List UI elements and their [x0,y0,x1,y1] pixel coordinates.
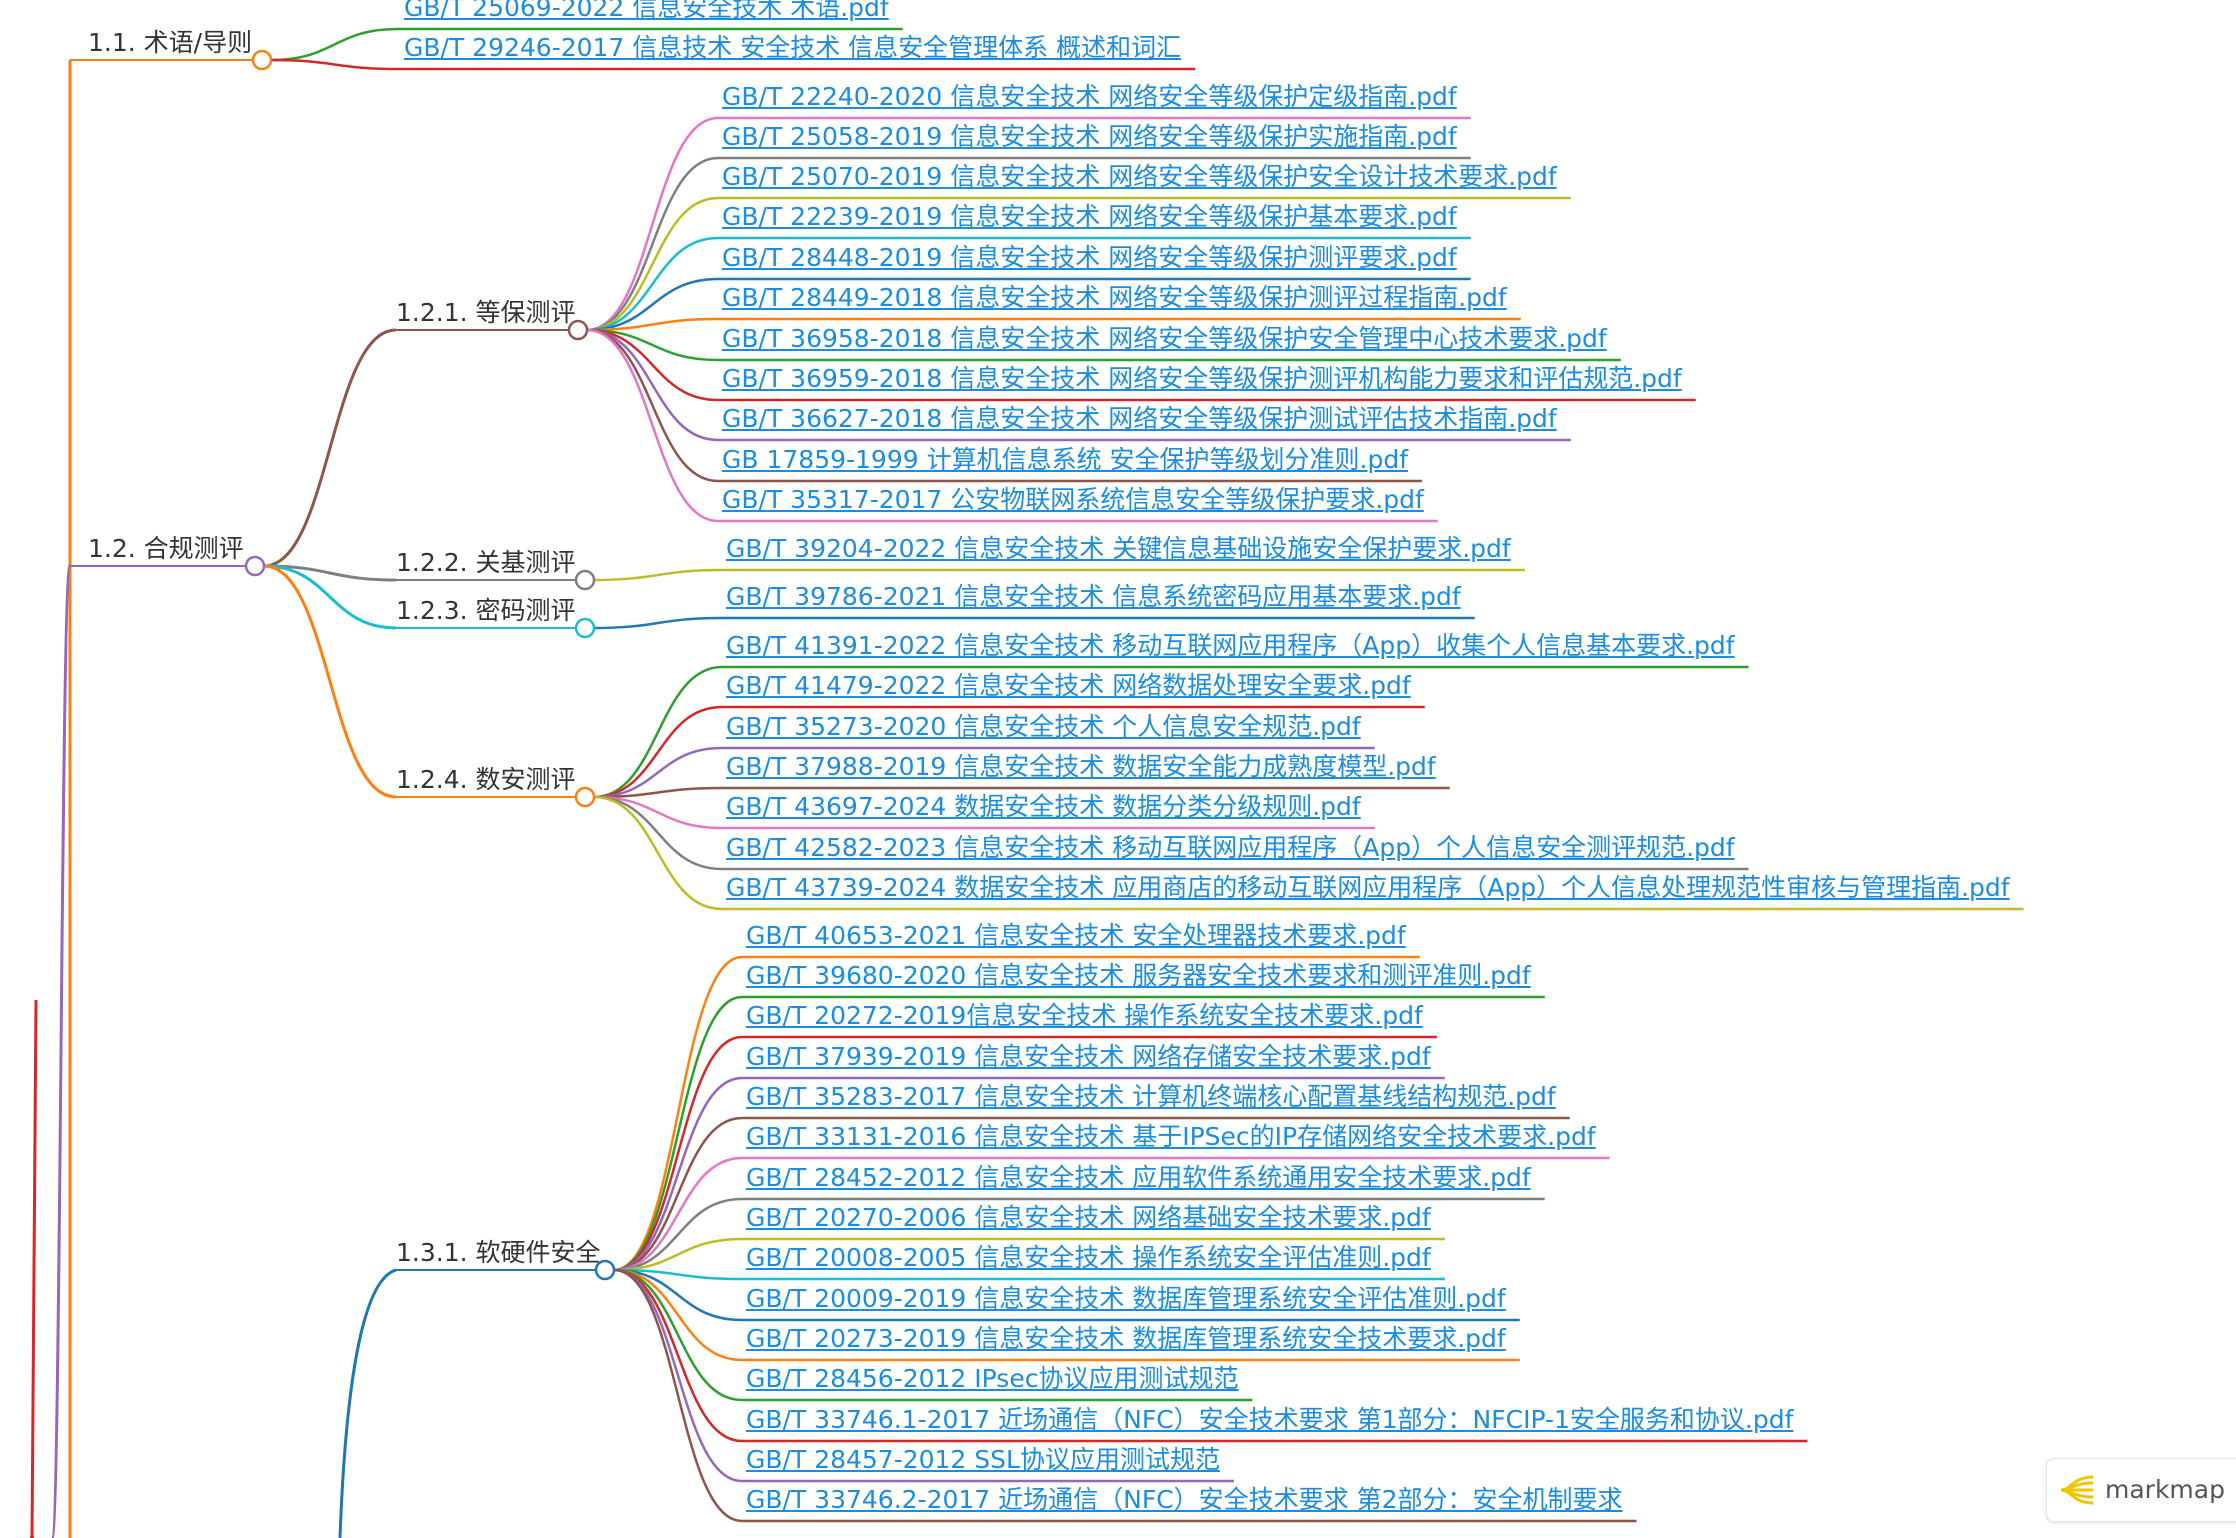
sub-toggle-1-1[interactable] [574,569,596,591]
branch-label-0[interactable]: 1.1. 术语/导则 [88,28,253,57]
leaf-link-1-0-3[interactable]: GB/T 22239-2019 信息安全技术 网络安全等级保护基本要求.pdf [722,202,1457,231]
leaf-link-2-0-1[interactable]: GB/T 39680-2020 信息安全技术 服务器安全技术要求和测评准则.pd… [746,961,1531,990]
markmap-brand-label: markmap [2105,1475,2225,1504]
leaf-link-1-0-0[interactable]: GB/T 22240-2020 信息安全技术 网络安全等级保护定级指南.pdf [722,82,1457,111]
leaf-link-2-0-2[interactable]: GB/T 20272-2019信息安全技术 操作系统安全技术要求.pdf [746,1001,1423,1030]
sub-label-1-0[interactable]: 1.2.1. 等保测评 [396,298,576,327]
sub-label-1-1[interactable]: 1.2.2. 关基测评 [396,548,576,577]
leaf-curve-1-3-0 [593,665,723,799]
leaf-curve-1-0-5 [586,317,719,332]
leaf-curve-2-0-5 [613,1156,743,1272]
leaf-link-0-0[interactable]: GB/T 25069-2022 信息安全技术 术语.pdf [404,0,889,22]
leaf-curve-1-0-6 [586,328,719,362]
leaf-curve-1-0-8 [586,328,719,442]
leaf-curve-2-0-9 [613,1268,743,1322]
leaf-link-2-0-6[interactable]: GB/T 28452-2012 信息安全技术 应用软件系统通用安全技术要求.pd… [746,1163,1531,1192]
leaf-link-1-3-4[interactable]: GB/T 43697-2024 数据安全技术 数据分类分级规则.pdf [726,792,1361,821]
leaf-curve-1-3-1 [593,705,723,799]
leaf-curve-1-0-7 [586,328,719,402]
sub-label-2-0[interactable]: 1.3.1. 软硬件安全 [396,1238,601,1267]
leaf-curve-2-0-13 [613,1268,743,1483]
leaf-curve-2-0-4 [613,1116,743,1272]
sub-link-2-0 [338,1268,397,1538]
sub-toggle-2-0[interactable] [594,1259,616,1281]
leaf-curve-1-0-1 [586,156,719,332]
root-link-1 [50,564,72,1538]
leaf-link-2-0-9[interactable]: GB/T 20009-2019 信息安全技术 数据库管理系统安全评估准则.pdf [746,1284,1506,1313]
sub-toggle-1-0[interactable] [567,319,589,341]
leaf-curve-1-1-0 [593,568,723,582]
leaf-link-0-1[interactable]: GB/T 29246-2017 信息技术 安全技术 信息安全管理体系 概述和词汇 [404,33,1182,62]
leaf-link-0-0 [270,27,399,62]
leaf-link-2-0-3[interactable]: GB/T 37939-2019 信息安全技术 网络存储安全技术要求.pdf [746,1042,1431,1071]
leaf-curve-2-0-2 [613,1035,743,1272]
leaf-link-1-0-2[interactable]: GB/T 25070-2019 信息安全技术 网络安全等级保护安全设计技术要求.… [722,162,1557,191]
leaf-link-1-0-7[interactable]: GB/T 36959-2018 信息安全技术 网络安全等级保护测评机构能力要求和… [722,364,1682,393]
root-link-2 [30,999,38,1538]
leaf-curve-1-0-3 [586,236,719,332]
leaf-link-1-3-1[interactable]: GB/T 41479-2022 信息安全技术 网络数据处理安全要求.pdf [726,671,1411,700]
leaf-curve-1-0-0 [586,116,719,332]
leaf-curve-1-3-4 [593,795,723,830]
leaf-curve-2-0-11 [613,1268,743,1402]
leaf-curve-1-3-3 [593,786,723,799]
leaf-curve-2-0-6 [613,1197,743,1272]
branch-toggle-1[interactable] [244,555,266,577]
leaf-curve-1-0-4 [586,277,719,332]
leaf-link-1-0-8[interactable]: GB/T 36627-2018 信息安全技术 网络安全等级保护测试评估技术指南.… [722,404,1557,433]
sub-link-1-0 [263,328,397,568]
leaf-curve-1-3-2 [593,746,723,799]
leaf-link-1-3-2[interactable]: GB/T 35273-2020 信息安全技术 个人信息安全规范.pdf [726,712,1361,741]
leaf-curve-2-0-3 [613,1076,743,1272]
leaf-link-0-1 [270,58,399,71]
branch-label-1[interactable]: 1.2. 合规测评 [88,534,244,563]
leaf-link-2-0-4[interactable]: GB/T 35283-2017 信息安全技术 计算机终端核心配置基线结构规范.p… [746,1082,1556,1111]
markmap-badge[interactable]: markmap [2046,1458,2236,1522]
leaf-link-1-0-1[interactable]: GB/T 25058-2019 信息安全技术 网络安全等级保护实施指南.pdf [722,122,1457,151]
markmap-logo-icon [2060,1475,2094,1505]
leaf-link-2-0-8[interactable]: GB/T 20008-2005 信息安全技术 操作系统安全评估准则.pdf [746,1243,1431,1272]
leaf-link-2-0-5[interactable]: GB/T 33131-2016 信息安全技术 基于IPSec的IP存储网络安全技… [746,1122,1596,1151]
sub-label-1-2[interactable]: 1.2.3. 密码测评 [396,596,576,625]
leaf-link-1-3-0[interactable]: GB/T 41391-2022 信息安全技术 移动互联网应用程序（App）收集个… [726,631,1735,660]
branch-toggle-0[interactable] [251,49,273,71]
sub-link-1-3 [263,564,397,799]
leaf-link-2-0-7[interactable]: GB/T 20270-2006 信息安全技术 网络基础安全技术要求.pdf [746,1203,1431,1232]
leaf-curve-2-0-0 [613,955,743,1272]
leaf-curve-1-3-5 [593,795,723,871]
leaf-link-1-2-0[interactable]: GB/T 39786-2021 信息安全技术 信息系统密码应用基本要求.pdf [726,582,1461,611]
leaf-link-2-0-0[interactable]: GB/T 40653-2021 信息安全技术 安全处理器技术要求.pdf [746,921,1406,950]
leaf-curve-1-0-10 [586,328,719,523]
leaf-link-2-0-12[interactable]: GB/T 33746.1-2017 近场通信（NFC）安全技术要求 第1部分：N… [746,1405,1794,1434]
leaf-curve-2-0-1 [613,995,743,1272]
leaf-link-1-3-3[interactable]: GB/T 37988-2019 信息安全技术 数据安全能力成熟度模型.pdf [726,752,1436,781]
sub-link-1-2 [263,564,397,630]
leaf-curve-1-3-6 [593,795,723,911]
sub-link-1-1 [263,564,397,582]
leaf-link-1-0-5[interactable]: GB/T 28449-2018 信息安全技术 网络安全等级保护测评过程指南.pd… [722,283,1507,312]
leaf-link-1-0-9[interactable]: GB 17859-1999 计算机信息系统 安全保护等级划分准则.pdf [722,445,1409,474]
sub-toggle-1-2[interactable] [574,617,596,639]
leaf-link-1-0-4[interactable]: GB/T 28448-2019 信息安全技术 网络安全等级保护测评要求.pdf [722,243,1457,272]
leaf-curve-1-0-2 [586,196,719,332]
leaf-curve-2-0-8 [613,1268,743,1281]
leaf-curve-2-0-14 [613,1268,743,1523]
leaf-link-2-0-13[interactable]: GB/T 28457-2012 SSL协议应用测试规范 [746,1445,1220,1474]
sub-toggle-1-3[interactable] [574,786,596,808]
leaf-curve-2-0-7 [613,1237,743,1272]
leaf-link-2-0-14[interactable]: GB/T 33746.2-2017 近场通信（NFC）安全技术要求 第2部分：安… [746,1485,1623,1514]
leaf-link-1-3-5[interactable]: GB/T 42582-2023 信息安全技术 移动互联网应用程序（App）个人信… [726,833,1735,862]
leaf-link-2-0-11[interactable]: GB/T 28456-2012 IPsec协议应用测试规范 [746,1364,1239,1393]
sub-label-1-3[interactable]: 1.2.4. 数安测评 [396,765,576,794]
leaf-curve-2-0-10 [613,1268,743,1362]
leaf-curve-1-2-0 [593,616,723,630]
leaf-link-1-3-6[interactable]: GB/T 43739-2024 数据安全技术 应用商店的移动互联网应用程序（Ap… [726,873,2010,902]
leaf-curve-1-0-9 [586,328,719,483]
leaf-link-1-0-6[interactable]: GB/T 36958-2018 信息安全技术 网络安全等级保护安全管理中心技术要… [722,324,1607,353]
leaf-link-1-0-10[interactable]: GB/T 35317-2017 公安物联网系统信息安全等级保护要求.pdf [722,485,1424,514]
leaf-link-1-1-0[interactable]: GB/T 39204-2022 信息安全技术 关键信息基础设施安全保护要求.pd… [726,534,1511,563]
leaf-link-2-0-10[interactable]: GB/T 20273-2019 信息安全技术 数据库管理系统安全技术要求.pdf [746,1324,1506,1353]
